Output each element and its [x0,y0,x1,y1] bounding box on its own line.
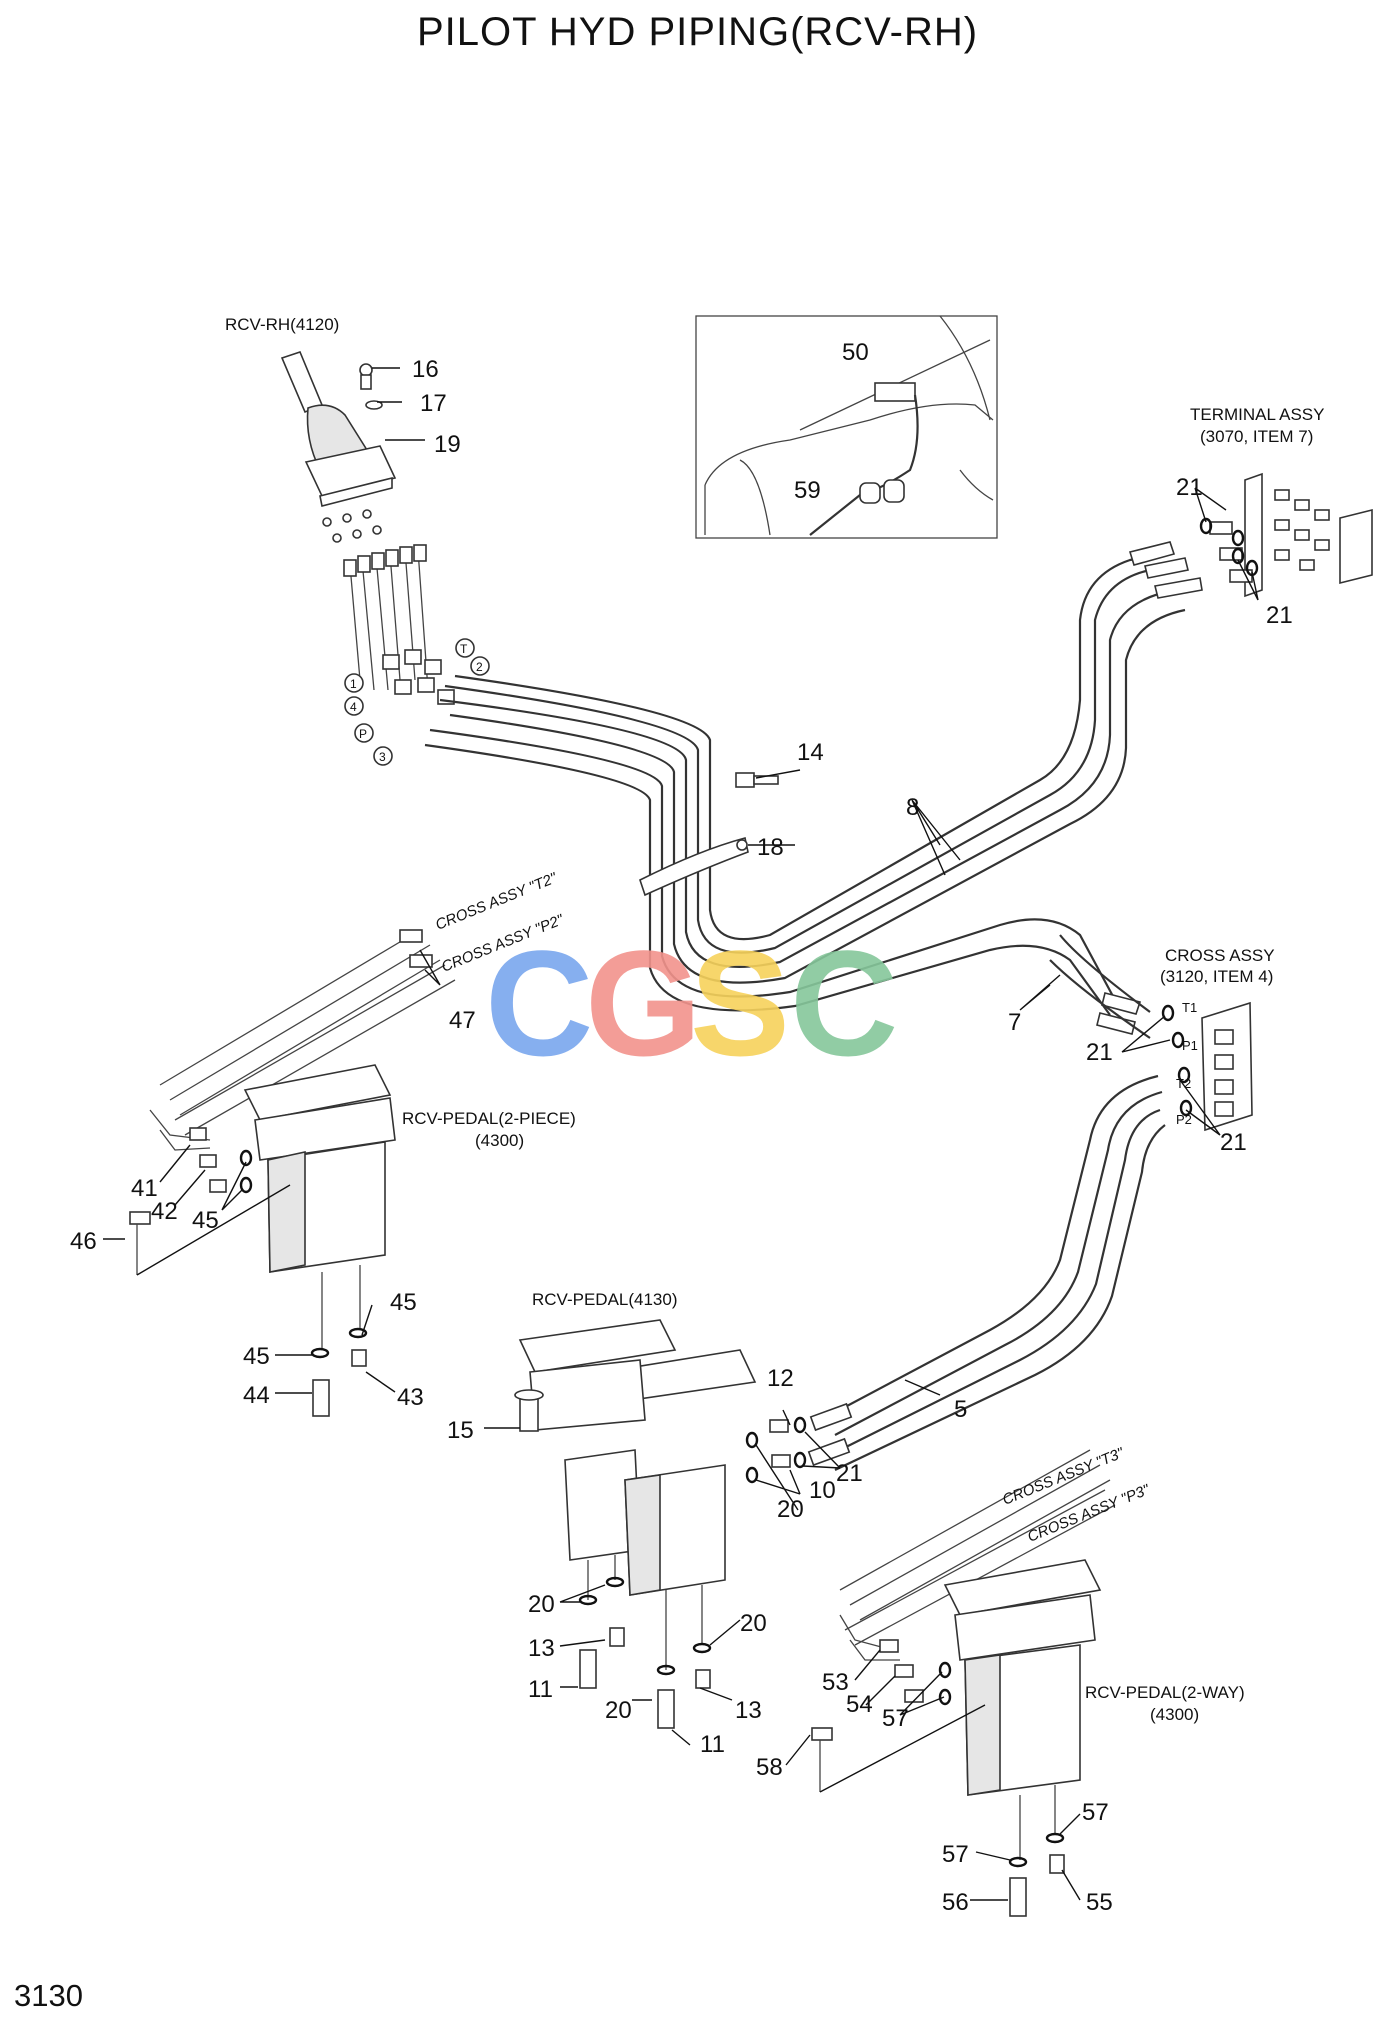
callout-42: 42 [151,1198,178,1225]
callout-53: 53 [822,1669,849,1696]
svg-text:P: P [359,727,367,741]
callout-54: 54 [846,1691,873,1718]
callout-21: 21 [836,1460,863,1487]
callout-21: 21 [1176,474,1203,501]
callout-44: 44 [243,1382,270,1409]
svg-text:1: 1 [350,677,357,691]
svg-text:T: T [460,642,468,656]
leader-lines [103,367,1259,1901]
watermark-c2: C [790,919,898,1087]
callout-21: 21 [1086,1039,1113,1066]
callout-57: 57 [882,1705,909,1732]
callout-45: 45 [192,1207,219,1234]
callout-45: 45 [390,1289,417,1316]
label-terminal-2: (3070, ITEM 7) [1200,427,1313,446]
port-circle-4: 4 [344,696,364,716]
connector-59 [859,482,881,504]
label-pedal-4130: RCV-PEDAL(4130) [532,1290,678,1309]
callout-15: 15 [447,1417,474,1444]
callout-41: 41 [131,1175,158,1202]
callout-16: 16 [412,356,439,383]
callout-50: 50 [842,339,869,366]
label-pedal-2piece-1: RCV-PEDAL(2-PIECE) [402,1109,576,1128]
svg-text:T2: T2 [1176,1076,1191,1091]
rcv-rh-fittings [343,544,455,705]
inset-detail [695,315,998,539]
svg-text:T1: T1 [1182,1000,1197,1015]
callout-57: 57 [942,1841,969,1868]
watermark-c1: C [485,919,593,1087]
rcv-pedal-4130 [514,1319,807,1729]
callout-11: 11 [700,1731,725,1758]
svg-text:2: 2 [476,660,483,674]
port-circle-t: T [455,638,475,658]
callout-21: 21 [1266,602,1293,629]
port-circle-2: 2 [470,656,490,676]
page-number: 3130 [14,1978,83,2013]
svg-text:4: 4 [350,700,357,714]
callout-55: 55 [1086,1889,1113,1916]
port-labels: T1 P1 T2 P2 1 4 P 3 T 2 [344,638,1198,1127]
callout-59: 59 [794,477,821,504]
callout-45: 45 [243,1343,270,1370]
callout-14: 14 [797,739,824,766]
callout-20: 20 [605,1697,632,1724]
watermark-g: G [585,919,702,1087]
page-title: PILOT HYD PIPING(RCV-RH) [416,10,979,54]
clamp-18 [639,837,749,897]
callout-numbers: 16 17 19 50 59 21 21 14 18 8 7 21 21 47 … [70,339,1293,1916]
label-pedal-2way-1: RCV-PEDAL(2-WAY) [1085,1683,1245,1702]
callout-11: 11 [528,1676,553,1703]
callout-46: 46 [70,1228,97,1255]
watermark-s: S [690,919,790,1087]
callout-7: 7 [1008,1009,1021,1036]
callout-20: 20 [740,1610,767,1637]
label-pedal-2way-2: (4300) [1150,1705,1199,1724]
svg-text:3: 3 [379,750,386,764]
callout-43: 43 [397,1384,424,1411]
port-circle-p: P [354,723,374,743]
port-circle-1: 1 [344,673,364,693]
watermark: C G S C [485,919,898,1087]
switch-50 [874,382,916,402]
callout-56: 56 [942,1889,969,1916]
label-pedal-2piece-2: (4300) [475,1131,524,1150]
callout-21: 21 [1220,1129,1247,1156]
callout-58: 58 [756,1754,783,1781]
port-circle-3: 3 [373,746,393,766]
callout-57: 57 [1082,1799,1109,1826]
callout-20: 20 [777,1496,804,1523]
callout-13: 13 [528,1635,555,1662]
cross-assy [1161,1001,1253,1132]
hose-bundle-8 [424,541,1203,1035]
hose-5 [807,1074,1166,1471]
callout-17: 17 [420,390,447,417]
callout-19: 19 [434,431,461,458]
rcv-pedal-2way [811,1449,1116,1917]
svg-text:P2: P2 [1176,1112,1192,1127]
rcv-pedal-2piece [129,929,456,1417]
callout-47: 47 [449,1007,476,1034]
terminal-assy [1199,472,1373,598]
callout-20: 20 [528,1591,555,1618]
rcv-rh-joystick [280,351,397,543]
callout-10: 10 [809,1477,836,1504]
callout-8: 8 [906,794,919,821]
label-terminal-1: TERMINAL ASSY [1190,405,1324,424]
label-rcv-rh: RCV-RH(4120) [225,315,339,334]
callout-13: 13 [735,1697,762,1724]
svg-text:P1: P1 [1182,1038,1198,1053]
callout-12: 12 [767,1365,794,1392]
callout-18: 18 [757,834,784,861]
label-cross-2: (3120, ITEM 4) [1160,967,1273,986]
hose-7 [1049,934,1151,1039]
callout-5: 5 [954,1396,967,1423]
label-cross-1: CROSS ASSY [1165,946,1275,965]
bolt-14 [735,772,779,788]
